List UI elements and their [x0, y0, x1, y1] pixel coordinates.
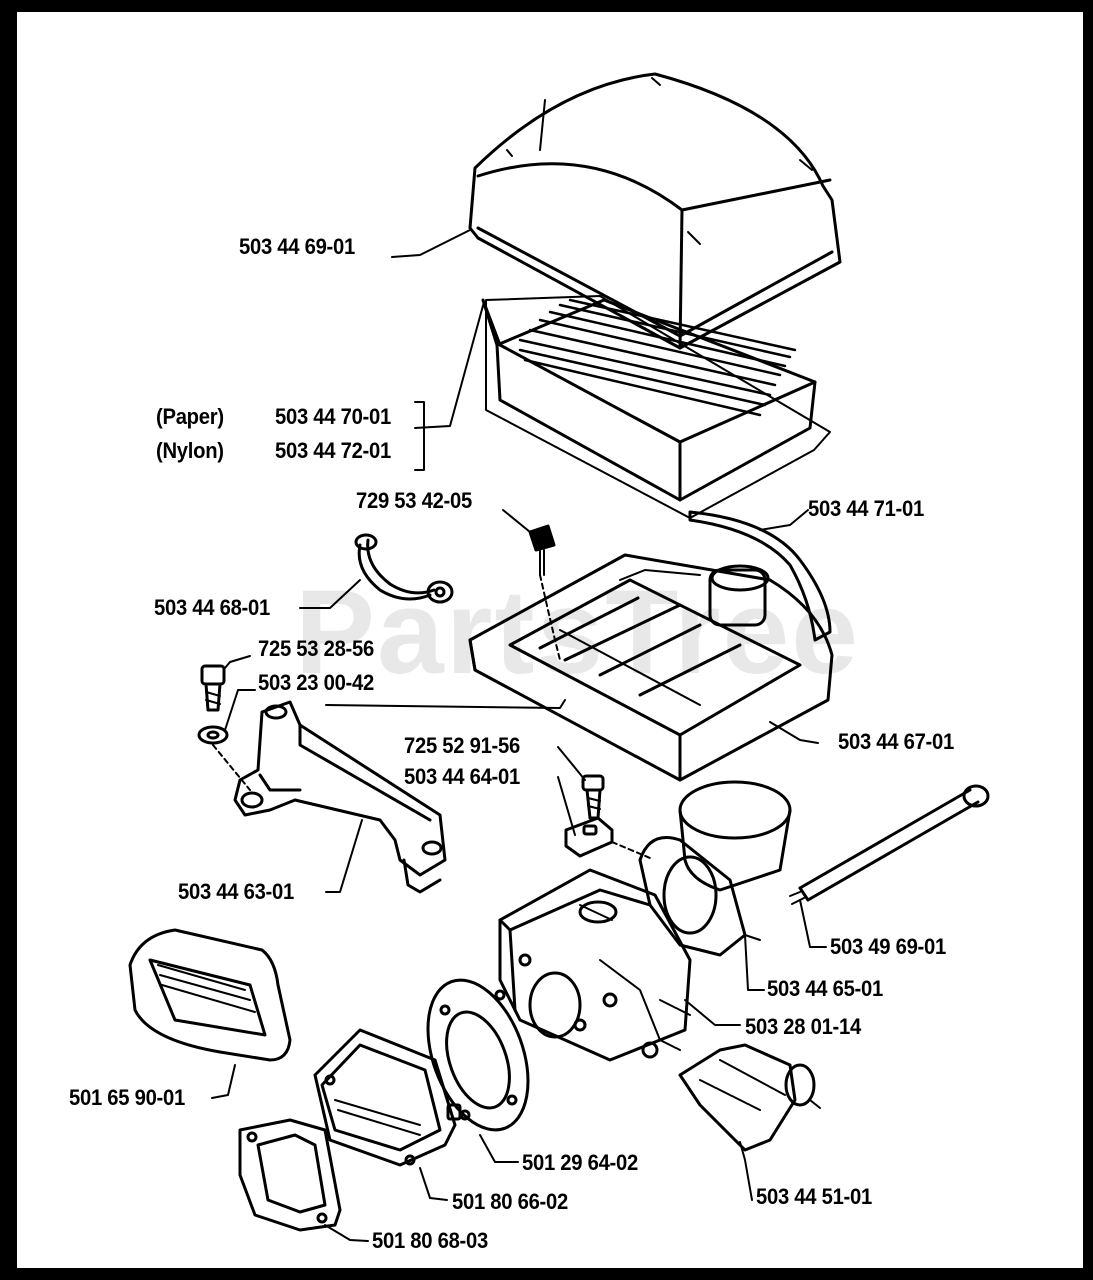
- part-label-bolt: 503 49 69-01: [830, 934, 946, 959]
- part-label-cover: 503 44 69-01: [239, 234, 355, 259]
- part-label-gasket-rect: 501 80 68-03: [372, 1228, 488, 1253]
- air-filter-cover-drawing: [468, 72, 842, 350]
- part-label-screw-mid: 725 52 91-56: [404, 733, 520, 758]
- diagram-sheet: [17, 12, 1083, 1268]
- intake-drawing: [313, 1028, 462, 1167]
- part-label-filter-paper: 503 44 70-01: [275, 404, 391, 429]
- part-label-fuel-pump: 503 44 51-01: [756, 1184, 872, 1209]
- part-label-paper-tag: (Paper): [156, 404, 224, 429]
- part-label-screw-top: 729 53 42-05: [356, 488, 472, 513]
- leader-lines: [211, 229, 827, 1242]
- round-gasket-drawing: [426, 978, 530, 1132]
- part-label-screw-left: 725 53 28-56: [258, 636, 374, 661]
- fuel-pump-drawing: [678, 1043, 821, 1152]
- rect-gasket-drawing: [238, 1118, 342, 1232]
- boot-drawing: [128, 928, 292, 1062]
- part-label-clip: 503 44 68-01: [154, 595, 270, 620]
- screw-mid-drawing: [564, 774, 651, 859]
- part-label-seal-strip: 503 44 71-01: [808, 496, 924, 521]
- screw-top-drawing: [528, 524, 561, 661]
- bracket-drawing: [233, 700, 447, 894]
- part-label-bracket: 503 44 63-01: [178, 879, 294, 904]
- part-label-boot: 501 65 90-01: [69, 1085, 185, 1110]
- part-label-washer: 503 23 00-42: [258, 670, 374, 695]
- clip-drawing: [354, 533, 454, 604]
- carburetor-drawing: [498, 868, 692, 1062]
- elbow-drawing: [638, 780, 792, 957]
- seal-strip-drawing: [688, 510, 832, 642]
- filter-base-drawing: [468, 553, 834, 782]
- part-label-carburetor: 503 28 01-14: [745, 1014, 861, 1039]
- air-filter-element-drawing: [481, 295, 831, 519]
- part-label-nylon-tag: (Nylon): [156, 438, 224, 463]
- bolt-drawing: [789, 784, 990, 905]
- part-label-filter-base: 503 44 67-01: [838, 729, 954, 754]
- part-label-gasket-round: 501 29 64-02: [522, 1150, 638, 1175]
- part-label-filter-nylon: 503 44 72-01: [275, 438, 391, 463]
- part-label-elbow: 503 44 65-01: [767, 976, 883, 1001]
- part-label-nut-block: 503 44 64-01: [404, 764, 520, 789]
- screw-left-drawing: [197, 664, 251, 791]
- part-label-intake: 501 80 66-02: [452, 1189, 568, 1214]
